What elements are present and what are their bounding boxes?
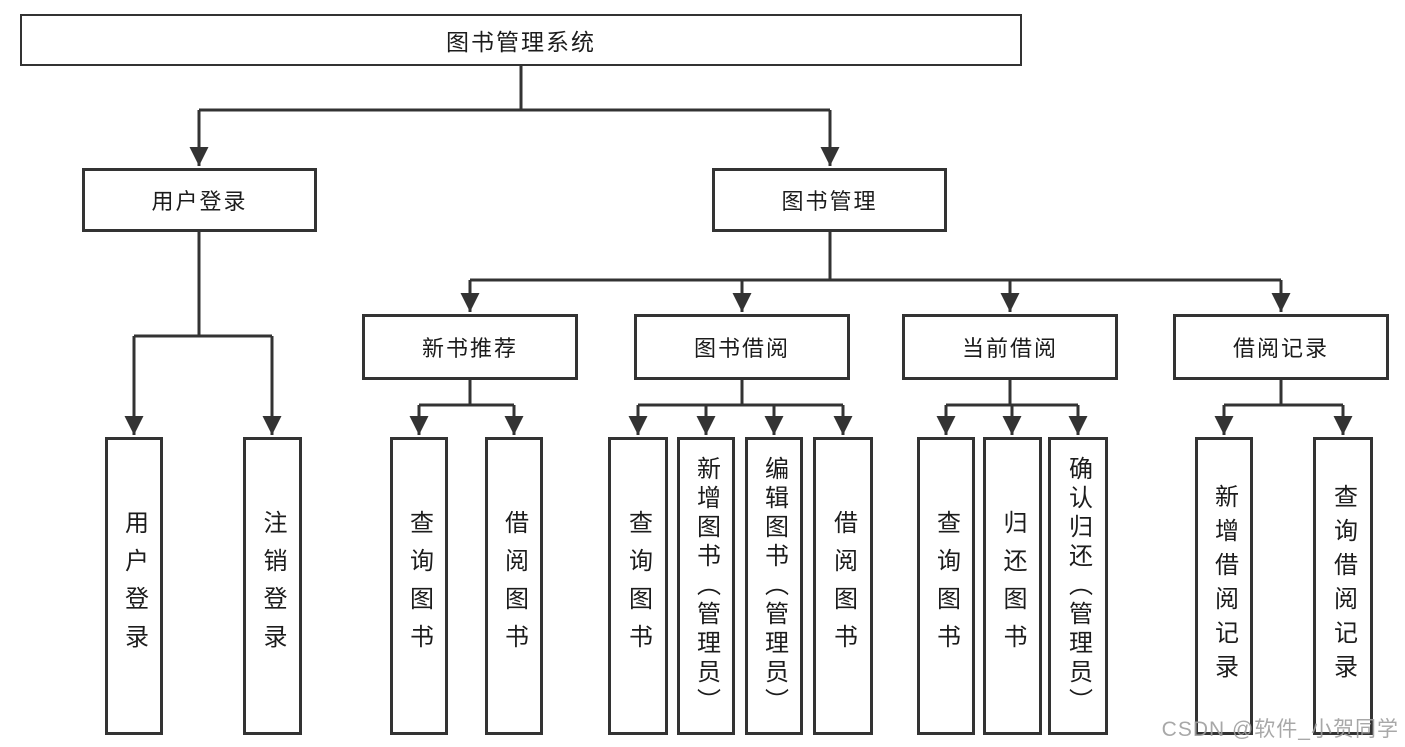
node-current-borrowing: 当前借阅 — [902, 314, 1118, 380]
leaf-return-book: 归还图书 — [983, 437, 1042, 735]
leaf-add-book-admin: 新增图书（管理员） — [677, 437, 735, 735]
leaf-edit-book-admin: 编辑图书（管理员） — [745, 437, 803, 735]
leaf-logout: 注销登录 — [243, 437, 302, 735]
leaf-query-books-3: 查询图书 — [917, 437, 975, 735]
node-new-book-recommend: 新书推荐 — [362, 314, 578, 380]
node-borrowing-records: 借阅记录 — [1173, 314, 1389, 380]
leaf-query-books-1: 查询图书 — [390, 437, 448, 735]
csdn-watermark: CSDN @软件_小贺同学 — [1161, 718, 1399, 741]
node-user-login-branch: 用户登录 — [82, 168, 317, 232]
leaf-confirm-return-admin: 确认归还（管理员） — [1048, 437, 1108, 735]
leaf-query-books-2: 查询图书 — [608, 437, 668, 735]
leaf-borrow-books-2: 借阅图书 — [813, 437, 873, 735]
leaf-user-login: 用户登录 — [105, 437, 163, 735]
leaf-query-borrow-record: 查询借阅记录 — [1313, 437, 1373, 735]
node-root: 图书管理系统 — [20, 14, 1022, 66]
leaf-add-borrow-record: 新增借阅记录 — [1195, 437, 1253, 735]
node-book-management: 图书管理 — [712, 168, 947, 232]
leaf-borrow-books-1: 借阅图书 — [485, 437, 543, 735]
node-book-borrowing: 图书借阅 — [634, 314, 850, 380]
